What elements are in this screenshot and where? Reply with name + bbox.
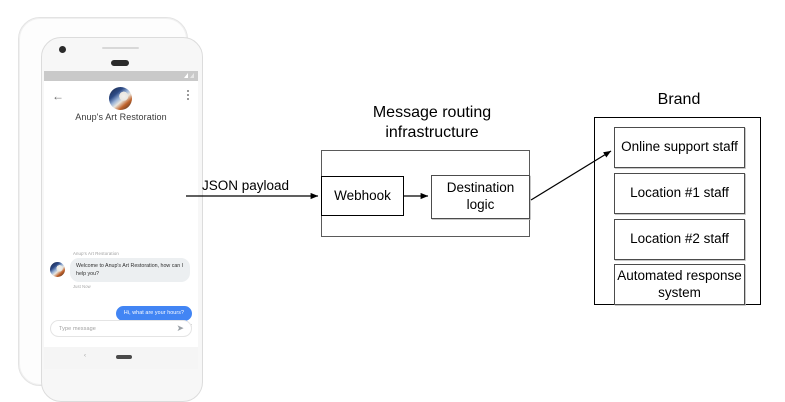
chat-brand-title: Anup's Art Restoration	[75, 112, 167, 122]
wifi-icon	[190, 73, 194, 78]
brand-avatar	[109, 87, 132, 110]
node-location-2-staff[interactable]: Location #2 staff	[614, 219, 745, 260]
status-bar-icons	[184, 73, 194, 78]
send-icon[interactable]: ➤	[176, 323, 184, 333]
edge-label-json-payload: JSON payload	[202, 178, 290, 193]
phone-screen: ← Anup's Art Restoration Anup's Art Rest…	[44, 71, 198, 347]
phone-status-bar	[44, 71, 198, 81]
incoming-sender-label: Anup's Art Restoration	[73, 251, 119, 256]
speaker-grill	[102, 47, 139, 49]
incoming-timestamp: Just Now	[73, 284, 91, 290]
chat-app-bar: ← Anup's Art Restoration	[44, 81, 198, 129]
phone-nav-bar: ‹	[44, 347, 198, 369]
message-composer[interactable]: Type message ➤	[50, 320, 192, 337]
front-camera-icon	[59, 46, 66, 53]
node-automated-response-system[interactable]: Automated response system	[614, 264, 745, 305]
node-destination-logic[interactable]: Destination logic	[431, 175, 530, 219]
node-location-1-staff[interactable]: Location #1 staff	[614, 173, 745, 214]
sender-avatar	[50, 262, 65, 277]
infrastructure-title: Message routing infrastructure	[372, 104, 492, 142]
phone-mockup: ← Anup's Art Restoration Anup's Art Rest…	[18, 17, 203, 402]
back-arrow-icon[interactable]: ←	[52, 89, 64, 103]
incoming-bubble: Welcome to Anup's Art Restoration, how c…	[70, 258, 190, 283]
node-online-support-staff[interactable]: Online support staff	[614, 127, 745, 168]
node-webhook[interactable]: Webhook	[321, 176, 404, 216]
chat-message-list: Anup's Art Restoration Welcome to Anup's…	[44, 129, 198, 347]
nav-home-pill[interactable]	[116, 355, 132, 359]
signal-icon	[184, 73, 188, 78]
nav-back-icon[interactable]: ‹	[84, 353, 86, 359]
outgoing-bubble: Hi, what are your hours?	[115, 306, 192, 322]
earpiece-icon	[111, 60, 129, 66]
kebab-menu-icon[interactable]	[187, 90, 190, 103]
message-input[interactable]: Type message	[59, 325, 96, 332]
incoming-message: Anup's Art Restoration Welcome to Anup's…	[50, 251, 190, 289]
brand-title: Brand	[657, 91, 701, 108]
